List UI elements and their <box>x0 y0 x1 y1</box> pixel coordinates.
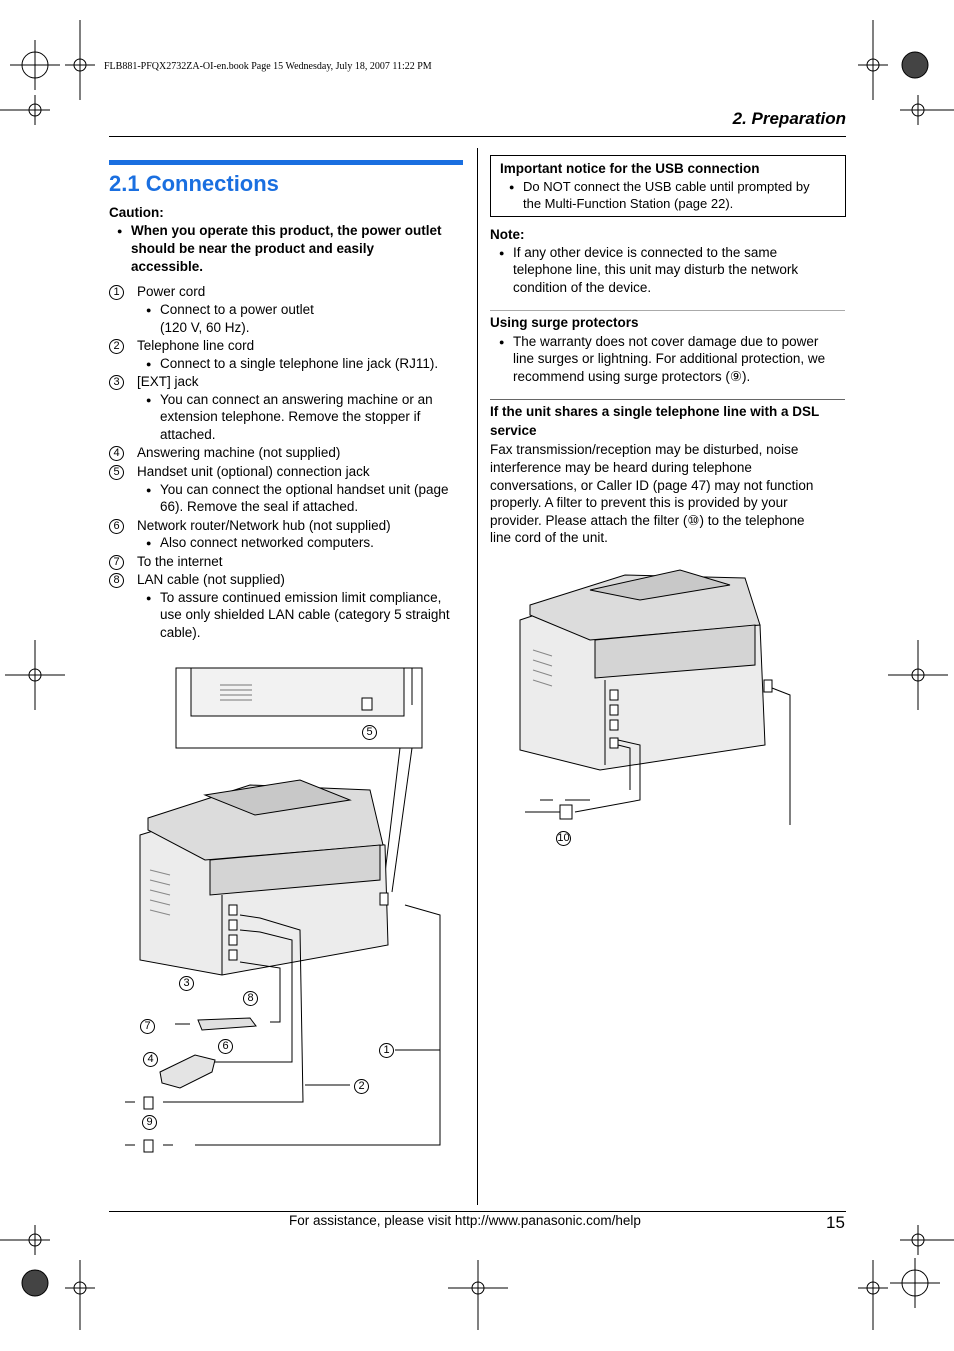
caution-text-1: When you operate this product, the power… <box>117 222 441 240</box>
dsl-title-2: service <box>490 423 537 438</box>
subitem-lan-c: cable). <box>160 625 201 640</box>
item-network-router: Network router/Network hub (not supplied… <box>137 518 391 533</box>
caution-label: Caution: <box>109 205 164 220</box>
item-number-5: 5 <box>109 465 124 480</box>
diagram-callout-7: 7 <box>140 1019 155 1034</box>
surge-line-2: line surges or lightning. For additional… <box>513 351 826 366</box>
header-rule <box>109 136 846 137</box>
print-info: FLB881-PFQX2732ZA-OI-en.book Page 15 Wed… <box>104 61 432 72</box>
divider-2 <box>490 399 845 400</box>
diagram-callout-4: 4 <box>143 1052 158 1067</box>
diagram-callout-6: 6 <box>218 1039 233 1054</box>
usb-notice-title: Important notice for the USB connection <box>500 161 760 176</box>
chapter-title: 2. Preparation <box>732 109 846 128</box>
subitem-ext-c: attached. <box>160 427 216 442</box>
diagram-callout-2: 2 <box>354 1079 369 1094</box>
subitem-handset-a: You can connect the optional handset uni… <box>146 481 449 499</box>
item-number-2: 2 <box>109 339 124 354</box>
dsl-line-4: properly. A filter to prevent this is pr… <box>490 495 788 510</box>
subitem-ext-a: You can connect an answering machine or … <box>146 391 433 409</box>
item-answering-machine: Answering machine (not supplied) <box>137 445 341 460</box>
subitem-lan-a: To assure continued emission limit compl… <box>146 589 441 607</box>
surge-line-3: recommend using surge protectors (⑨). <box>513 369 751 384</box>
column-divider <box>477 148 478 1205</box>
dsl-line-1: Fax transmission/reception may be distur… <box>490 442 799 457</box>
usb-notice-line-2: the Multi-Function Station (page 22). <box>523 196 734 211</box>
caution-text-2: should be near the product and easily <box>131 241 375 256</box>
diagram-callout-5: 5 <box>362 725 377 740</box>
footer-help-text: For assistance, please visit http://www.… <box>289 1213 641 1228</box>
subitem-handset-b: 66). Remove the seal if attached. <box>160 499 359 514</box>
diagram-callout-3: 3 <box>179 976 194 991</box>
item-lan-cable: LAN cable (not supplied) <box>137 572 285 587</box>
dsl-line-3: conversations, or Caller ID (page 47) ma… <box>490 478 814 493</box>
dsl-title-1: If the unit shares a single telephone li… <box>490 404 820 419</box>
note-line-2: telephone line, this unit may disturb th… <box>513 262 799 277</box>
subitem-ext-b: extension telephone. Remove the stopper … <box>160 409 421 424</box>
item-handset-jack: Handset unit (optional) connection jack <box>137 464 370 479</box>
diagram-callout-1: 1 <box>379 1043 394 1058</box>
caution-text-3: accessible. <box>131 259 204 274</box>
footer-rule <box>109 1211 846 1212</box>
item-internet: To the internet <box>137 554 223 569</box>
page-number: 15 <box>826 1213 845 1232</box>
item-telephone-line-cord: Telephone line cord <box>137 338 255 353</box>
diagram-callout-10: 10 <box>556 831 571 846</box>
diagram-callout-9: 9 <box>142 1115 157 1130</box>
diagram-callout-8: 8 <box>243 991 258 1006</box>
item-number-6: 6 <box>109 519 124 534</box>
surge-title: Using surge protectors <box>490 315 639 330</box>
divider-1 <box>490 310 845 311</box>
item-number-3: 3 <box>109 375 124 390</box>
note-line-1: If any other device is connected to the … <box>499 244 777 262</box>
subitem-power-a: Connect to a power outlet <box>146 301 314 319</box>
dsl-line-6: line cord of the unit. <box>490 530 608 545</box>
item-number-1: 1 <box>109 285 124 300</box>
subitem-tel: Connect to a single telephone line jack … <box>146 355 438 373</box>
dsl-line-5: provider. Please attach the filter (⑩) t… <box>490 513 805 528</box>
usb-notice-line-1: Do NOT connect the USB cable until promp… <box>509 178 810 196</box>
section-title: 2.1 Connections <box>109 171 279 196</box>
surge-line-1: The warranty does not cover damage due t… <box>499 333 818 351</box>
subitem-router: Also connect networked computers. <box>146 534 374 552</box>
item-power-cord: Power cord <box>137 284 206 299</box>
item-ext-jack: [EXT] jack <box>137 374 199 389</box>
note-label: Note: <box>490 227 525 242</box>
item-number-8: 8 <box>109 573 124 588</box>
item-number-7: 7 <box>109 555 124 570</box>
dsl-line-2: interference may be heard during telepho… <box>490 460 752 475</box>
usb-notice-box <box>490 155 846 217</box>
item-number-4: 4 <box>109 446 124 461</box>
note-line-3: condition of the device. <box>513 280 652 295</box>
subitem-power-b: (120 V, 60 Hz). <box>160 320 250 335</box>
section-bar <box>109 160 463 165</box>
subitem-lan-b: use only shielded LAN cable (category 5 … <box>160 607 450 622</box>
